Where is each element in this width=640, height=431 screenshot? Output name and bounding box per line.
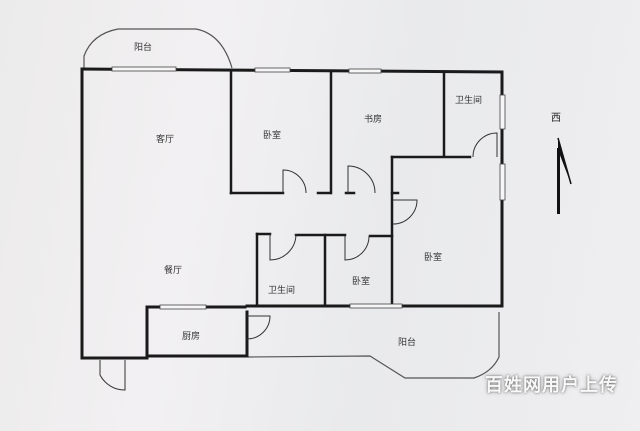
label-kitchen: 厨房	[182, 330, 200, 342]
door-bedroom-north	[282, 169, 307, 194]
windows	[111, 66, 506, 310]
door-entrance	[99, 360, 126, 391]
label-bedroom-east: 卧室	[424, 251, 442, 263]
label-living-room: 客厅	[156, 133, 174, 145]
interior-walls	[229, 68, 472, 308]
compass-label: 西	[551, 113, 561, 124]
door-study	[347, 165, 376, 194]
label-bathroom-north: 卫生间	[455, 94, 482, 106]
balcony-top-outline	[83, 28, 233, 69]
label-bedroom-north: 卧室	[263, 129, 281, 141]
compass: 西	[551, 113, 572, 214]
label-balcony-bottom: 阳台	[398, 336, 416, 348]
watermark: 百姓网用户上传	[485, 375, 618, 396]
label-balcony-top: 阳台	[134, 41, 152, 53]
label-bathroom-middle: 卫生间	[268, 284, 295, 296]
door-bathroom-north	[472, 132, 498, 158]
door-kitchen	[246, 315, 271, 340]
label-bedroom-small: 卧室	[352, 275, 370, 287]
label-dining-room: 餐厅	[164, 264, 182, 276]
door-bedroom-small	[344, 235, 370, 261]
north-arrow-icon	[557, 137, 572, 214]
door-bedroom-east	[392, 199, 418, 225]
label-study: 书房	[364, 113, 382, 125]
door-swings	[99, 132, 498, 391]
balcony-bottom-outline	[247, 312, 500, 379]
door-bathroom-middle	[269, 233, 297, 261]
outer-walls	[80, 67, 504, 360]
